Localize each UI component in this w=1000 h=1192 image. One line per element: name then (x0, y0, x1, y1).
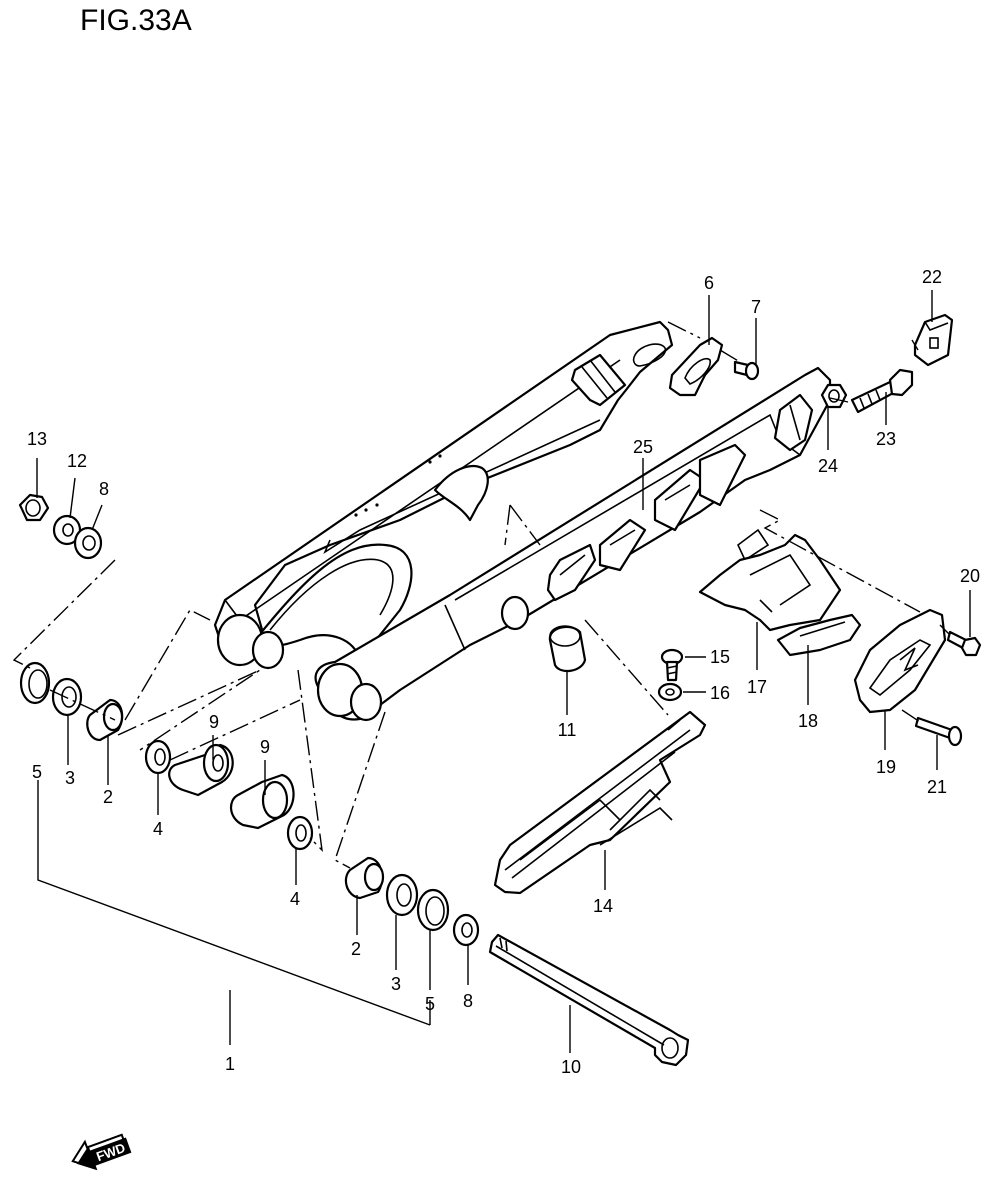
part-3-bearing-right (385, 873, 419, 917)
callout-labels: 1 2 2 3 3 4 4 5 5 6 7 8 8 9 9 10 11 12 1… (27, 267, 980, 1077)
callout-2-right: 2 (351, 939, 361, 959)
part-24-nut (820, 383, 848, 409)
callout-7: 7 (751, 297, 761, 317)
figure-title: FIG.33A (80, 4, 192, 37)
part-21-bolt (914, 716, 963, 747)
part-14-chain-buffer (493, 710, 707, 895)
callout-8-upper: 8 (99, 479, 109, 499)
part-13-nut (18, 493, 50, 522)
callout-4-right: 4 (290, 889, 300, 909)
callout-16: 16 (710, 683, 730, 703)
callout-25: 25 (633, 437, 653, 457)
part-19-chain-guide-plate (853, 608, 947, 714)
part-10-pivot-shaft (488, 933, 690, 1067)
callout-9-upper: 9 (209, 712, 219, 732)
callout-23: 23 (876, 429, 896, 449)
callout-13: 13 (27, 429, 47, 449)
part-9-collar-upper (168, 743, 234, 797)
callout-12: 12 (67, 451, 87, 471)
callout-15: 15 (710, 647, 730, 667)
callout-1: 1 (225, 1054, 235, 1074)
part-8-spacer-lower (452, 913, 480, 947)
callout-24: 24 (818, 456, 838, 476)
leader-lines (36, 290, 971, 1053)
callout-22: 22 (922, 267, 942, 287)
part-8-spacer-upper (73, 526, 103, 560)
assembly-lines (12, 321, 951, 869)
callout-3-left: 3 (65, 768, 75, 788)
part-16-collar (657, 682, 683, 702)
callout-10: 10 (561, 1057, 581, 1077)
callout-2-left: 2 (103, 787, 113, 807)
callout-6: 6 (704, 273, 714, 293)
callout-5-right: 5 (425, 994, 435, 1014)
callout-14: 14 (593, 896, 613, 916)
callout-20: 20 (960, 566, 980, 586)
callout-5-left: 5 (32, 762, 42, 782)
part-3-bearing-left (51, 677, 83, 717)
part-9-collar-lower (230, 773, 295, 830)
part-4-washer-left (144, 739, 172, 775)
part-5-seal-right (416, 888, 450, 932)
part-20-bolt (946, 630, 982, 657)
part-18-slider-pad (776, 613, 862, 657)
callout-9-lower: 9 (260, 737, 270, 757)
part-22-nut-clip (913, 313, 954, 367)
part-15-screw (660, 648, 684, 682)
callout-8-lower: 8 (463, 991, 473, 1011)
part-2-needle-bearing-right (344, 856, 385, 900)
part-17-chain-guide-bracket (698, 533, 842, 632)
callout-4-left: 4 (153, 819, 163, 839)
swingarm-body (213, 320, 832, 722)
rm-decal (546, 443, 747, 602)
part-6-chain-adjuster (668, 336, 724, 397)
callout-17: 17 (747, 677, 767, 697)
callout-3-right: 3 (391, 974, 401, 994)
callout-11: 11 (558, 720, 577, 740)
callout-21: 21 (927, 777, 947, 797)
callout-19: 19 (876, 757, 896, 777)
part-11-plug (548, 625, 587, 673)
part-2-needle-bearing-left (86, 698, 124, 742)
part-23-adjuster-bolt (850, 368, 914, 414)
callout-18: 18 (798, 711, 818, 731)
fwd-arrow-icon: FWD (71, 1133, 132, 1171)
part-4-washer-right (286, 815, 314, 851)
part-5-seal-left (19, 661, 51, 705)
part-7-screw (733, 360, 760, 381)
